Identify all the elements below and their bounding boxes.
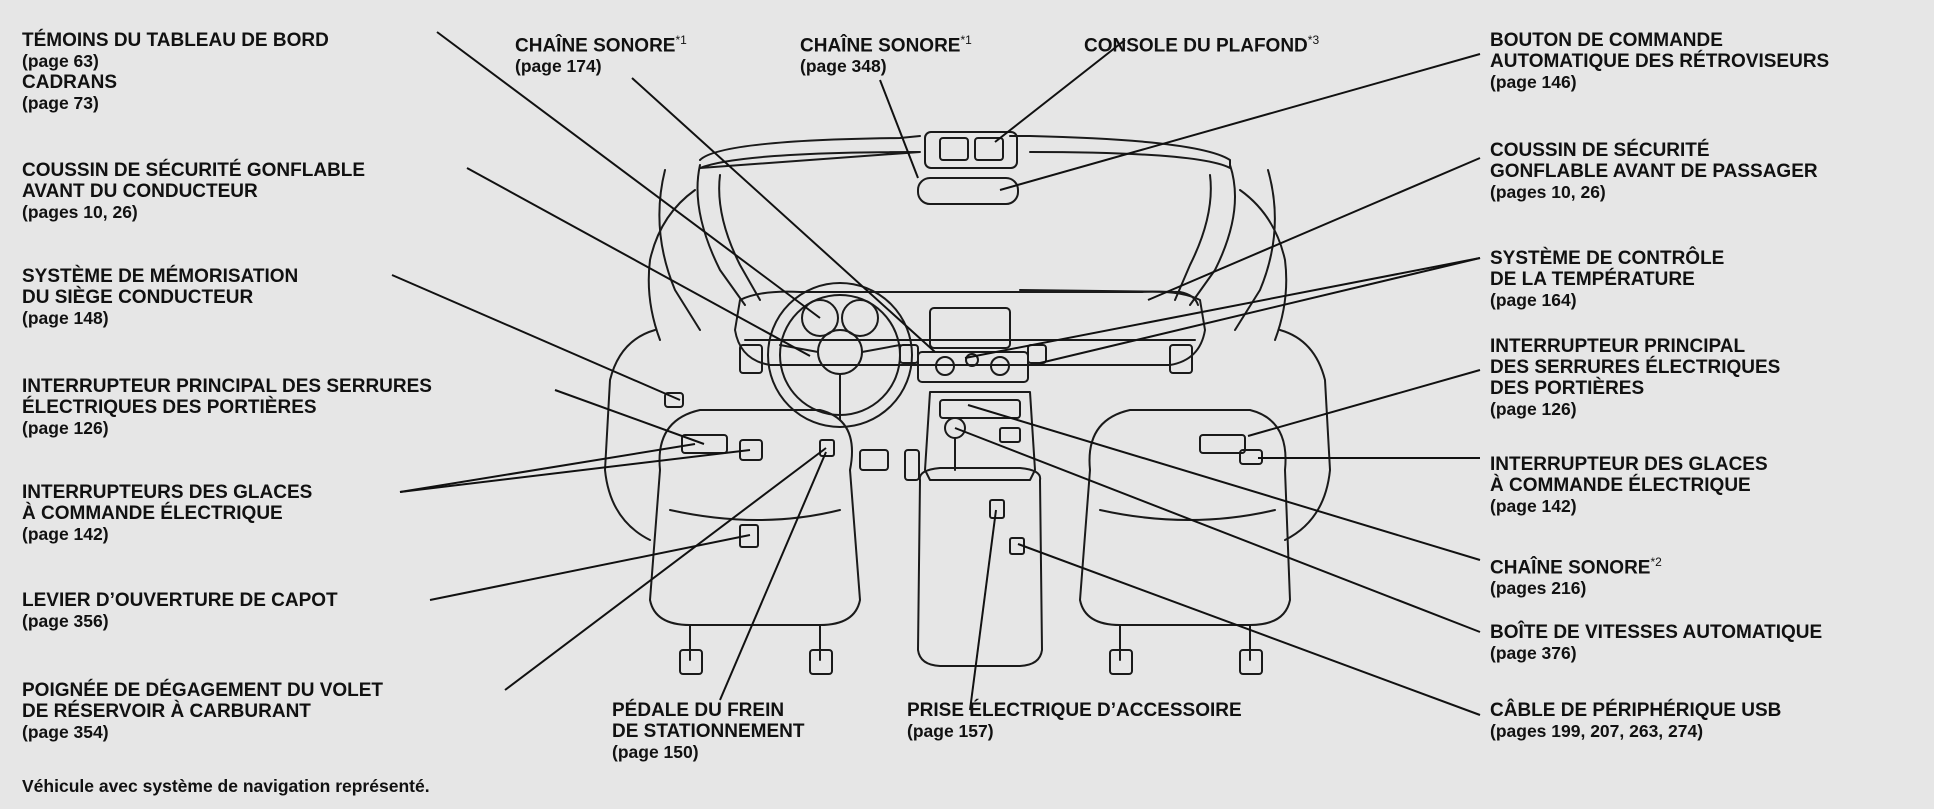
label-glaces-droite: INTERRUPTEUR DES GLACES À COMMANDE ÉLECT… [1490, 454, 1768, 517]
label-chaine-348: CHAÎNE SONORE*1 (page 348) [800, 30, 972, 77]
label-poignee-carburant: POIGNÉE DE DÉGAGEMENT DU VOLET DE RÉSERV… [22, 680, 383, 743]
footnote-mark: *1 [675, 33, 687, 47]
page-ref: (pages 10, 26) [1490, 182, 1606, 202]
label-text: AUTOMATIQUE DES RÉTROVISEURS [1490, 51, 1830, 72]
footnote-mark: *3 [1307, 33, 1320, 47]
page-ref: (page 148) [22, 308, 109, 328]
page-ref: (page 146) [1490, 72, 1577, 92]
label-text: INTERRUPTEUR DES GLACES [1490, 454, 1768, 475]
label-text: CHAÎNE SONORE [1490, 557, 1651, 579]
label-text: INTERRUPTEURS DES GLACES [22, 482, 313, 503]
page-ref: (page 142) [22, 524, 109, 544]
label-text: TÉMOINS DU TABLEAU DE BORD [22, 30, 329, 51]
nav-screen [929, 307, 1011, 349]
passenger-seat [1079, 409, 1291, 626]
figure-caption: Véhicule avec système de navigation repr… [22, 776, 430, 796]
page-ref: (pages 199, 207, 263, 274) [1490, 721, 1704, 741]
label-text: INTERRUPTEUR PRINCIPAL DES SERRURES [22, 376, 432, 397]
label-chaine-216: CHAÎNE SONORE*2 (pages 216) [1490, 552, 1662, 599]
windshield-frame [699, 135, 1231, 169]
armrest [917, 467, 1043, 667]
label-cable-usb: CÂBLE DE PÉRIPHÉRIQUE USB (pages 199, 20… [1490, 700, 1781, 742]
label-text: BOÎTE DE VITESSES AUTOMATIQUE [1490, 622, 1823, 643]
label-boite-vitesses: BOÎTE DE VITESSES AUTOMATIQUE (page 376) [1490, 622, 1822, 664]
label-text: DES SERRURES ÉLECTRIQUES [1490, 357, 1781, 378]
label-text: DE RÉSERVOIR À CARBURANT [22, 701, 311, 722]
climate-panel [917, 351, 1029, 383]
overhead-console [924, 131, 1018, 169]
label-text: POIGNÉE DE DÉGAGEMENT DU VOLET [22, 680, 384, 701]
label-text: PÉDALE DU FREIN [612, 700, 785, 721]
label-text: CONSOLE DU PLAFOND [1084, 35, 1308, 57]
right-a-pillar [1174, 164, 1236, 306]
label-serrures-gauche: INTERRUPTEUR PRINCIPAL DES SERRURES ÉLEC… [22, 376, 432, 439]
page-ref: (page 356) [22, 611, 109, 631]
page-ref: (page 63) [22, 51, 99, 71]
label-text: COUSSIN DE SÉCURITÉ GONFLABLE [22, 160, 366, 181]
label-text: CHAÎNE SONORE [515, 35, 676, 57]
page-ref: (page 354) [22, 722, 109, 742]
label-pedale-frein: PÉDALE DU FREIN DE STATIONNEMENT (page 1… [612, 700, 804, 763]
label-text: DU SIÈGE CONDUCTEUR [22, 287, 254, 308]
page-ref: (page 174) [515, 56, 602, 77]
label-text: DE STATIONNEMENT [612, 721, 805, 742]
label-console-plafond: CONSOLE DU PLAFOND*3 [1084, 30, 1319, 56]
label-text: INTERRUPTEUR PRINCIPAL [1490, 336, 1746, 357]
label-text: DE LA TEMPÉRATURE [1490, 269, 1695, 290]
label-prise-accessoire: PRISE ÉLECTRIQUE D’ACCESSOIRE (page 157) [907, 700, 1242, 742]
page-ref: (page 348) [800, 56, 887, 77]
label-text: PRISE ÉLECTRIQUE D’ACCESSOIRE [907, 700, 1242, 721]
label-text: SYSTÈME DE CONTRÔLE [1490, 248, 1725, 269]
label-text: AVANT DU CONDUCTEUR [22, 181, 258, 202]
page-ref: (page 157) [907, 721, 994, 741]
label-coussin-passager: COUSSIN DE SÉCURITÉ GONFLABLE AVANT DE P… [1490, 140, 1818, 203]
label-capot: LEVIER D’OUVERTURE DE CAPOT (page 356) [22, 590, 338, 632]
page-ref: (page 142) [1490, 496, 1577, 516]
footnote-mark: *1 [960, 33, 972, 47]
footnote-mark: *2 [1650, 555, 1662, 569]
label-controle-temperature: SYSTÈME DE CONTRÔLE DE LA TEMPÉRATURE (p… [1490, 248, 1724, 311]
label-text: COUSSIN DE SÉCURITÉ [1490, 140, 1710, 161]
label-bouton-retroviseurs: BOUTON DE COMMANDE AUTOMATIQUE DES RÉTRO… [1490, 30, 1829, 93]
label-text: DES PORTIÈRES [1490, 378, 1645, 399]
right-door [1279, 329, 1331, 541]
page-ref: (pages 10, 26) [22, 202, 138, 222]
label-text: CÂBLE DE PÉRIPHÉRIQUE USB [1490, 700, 1782, 721]
page-ref: (page 164) [1490, 290, 1577, 310]
label-text: BOUTON DE COMMANDE [1490, 30, 1723, 51]
label-text: À COMMANDE ÉLECTRIQUE [1490, 475, 1751, 496]
label-coussin-conducteur: COUSSIN DE SÉCURITÉ GONFLABLE AVANT DU C… [22, 160, 365, 223]
label-text: SYSTÈME DE MÉMORISATION [22, 266, 299, 287]
label-temoins: TÉMOINS DU TABLEAU DE BORD (page 63) CAD… [22, 30, 329, 114]
page-ref: (page 150) [612, 742, 699, 762]
label-text: CHAÎNE SONORE [800, 35, 961, 57]
label-text: À COMMANDE ÉLECTRIQUE [22, 503, 283, 524]
label-text: GONFLABLE AVANT DE PASSAGER [1490, 161, 1818, 182]
steering-wheel [767, 282, 913, 428]
label-glaces-gauche: INTERRUPTEURS DES GLACES À COMMANDE ÉLEC… [22, 482, 312, 545]
label-text: LEVIER D’OUVERTURE DE CAPOT [22, 590, 338, 611]
label-serrures-droite: INTERRUPTEUR PRINCIPAL DES SERRURES ÉLEC… [1490, 336, 1780, 420]
page-ref: (page 376) [1490, 643, 1577, 663]
page-ref: (page 73) [22, 93, 99, 113]
label-memorisation-siege: SYSTÈME DE MÉMORISATION DU SIÈGE CONDUCT… [22, 266, 298, 329]
rearview-mirror [917, 177, 1019, 205]
left-door [604, 329, 656, 541]
page-ref: (page 126) [22, 418, 109, 438]
driver-seat [649, 409, 861, 626]
leader-lines [391, 31, 1481, 716]
page-ref: (pages 216) [1490, 578, 1587, 599]
label-text: ÉLECTRIQUES DES PORTIÈRES [22, 397, 317, 418]
center-console [924, 391, 1036, 481]
left-a-pillar [696, 164, 761, 306]
page-ref: (page 126) [1490, 399, 1577, 419]
label-chaine-174: CHAÎNE SONORE*1 (page 174) [515, 30, 687, 77]
label-text: CADRANS [22, 72, 117, 93]
